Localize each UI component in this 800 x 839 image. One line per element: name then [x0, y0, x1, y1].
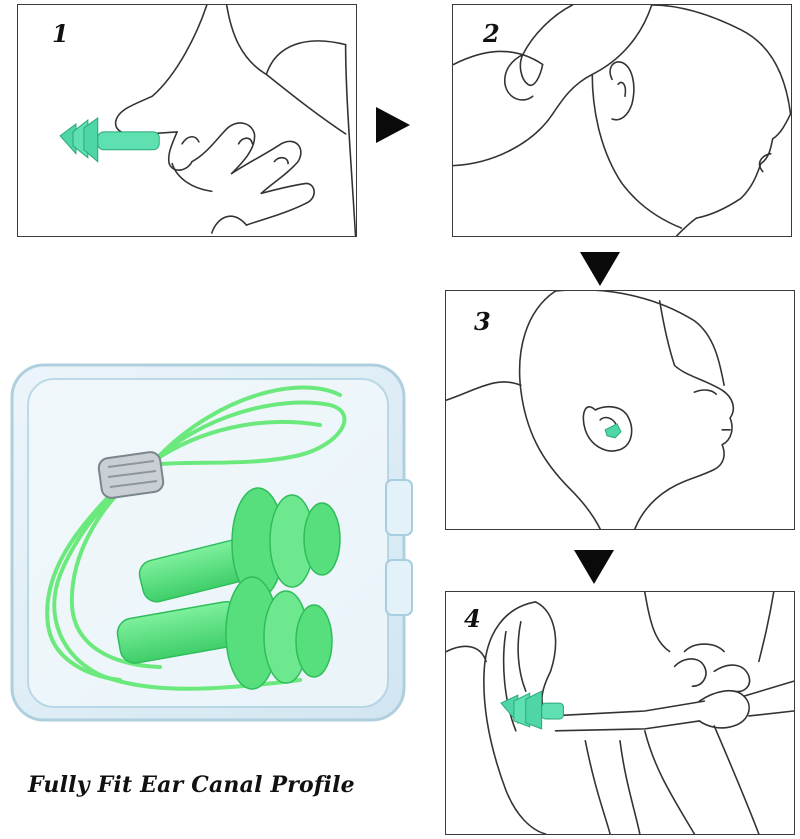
arrow-right-icon: [376, 107, 410, 143]
step-3-number: 3: [474, 307, 491, 336]
earplug-in-canal-icon: [500, 690, 564, 730]
cord-icon: [45, 385, 347, 691]
head-profile-pulling-ear-illustration: [453, 5, 791, 236]
arrow-down-icon: [580, 252, 620, 286]
earplug-case-product-image: [0, 355, 420, 735]
earplug-small-icon: [59, 117, 160, 163]
caption-text: Fully Fit Ear Canal Profile: [28, 772, 355, 798]
earplug-in-ear-icon: [604, 423, 622, 439]
step-1-number: 1: [52, 19, 69, 48]
head-profile-earplug-inserted-illustration: [446, 291, 735, 529]
metal-clip-icon: [97, 451, 165, 499]
step-1-panel: 1: [17, 4, 357, 237]
step-4-number: 4: [464, 604, 481, 633]
arrow-down-icon: [574, 550, 614, 584]
ear-canal-cross-section-illustration: [446, 592, 794, 834]
step-4-panel: 4: [445, 591, 795, 835]
hand-rolling-earplug-illustration: [59, 5, 356, 236]
step-2-number: 2: [483, 19, 500, 48]
earplug-lower-icon: [116, 576, 333, 690]
step-2-panel: 2: [452, 4, 792, 237]
step-3-panel: 3: [445, 290, 795, 530]
earplug-upper-icon: [138, 487, 341, 603]
